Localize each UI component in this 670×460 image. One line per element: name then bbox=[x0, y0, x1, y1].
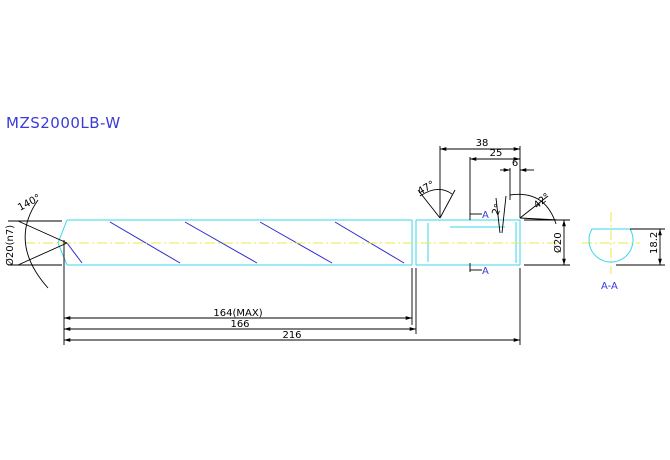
dim-6-label: 6 bbox=[512, 158, 518, 169]
angle-47-label: 47° bbox=[416, 179, 437, 197]
section-profile bbox=[588, 228, 634, 263]
shank-dims: 38 25 6 bbox=[439, 138, 534, 218]
section-label: A-A bbox=[601, 281, 618, 292]
overall-length-label: 216 bbox=[282, 330, 301, 341]
angle-42-leader bbox=[519, 195, 549, 219]
helix-line bbox=[184, 221, 258, 264]
drill-outline bbox=[57, 219, 521, 266]
helix-line bbox=[109, 221, 181, 264]
angle-2-label: 2° bbox=[490, 203, 504, 217]
section-view: 18.2 A-A bbox=[582, 212, 665, 292]
dim-25-label: 25 bbox=[490, 148, 503, 159]
angle-47-leader bbox=[439, 189, 456, 219]
shank-angles: 47° 2° 42° bbox=[416, 179, 559, 234]
shank-diameter-label: Ø20 bbox=[552, 232, 564, 253]
point-angle-dim: 140° Ø20(n7) bbox=[4, 193, 68, 289]
dim-38-label: 38 bbox=[476, 138, 489, 149]
point-angle-label: 140° bbox=[16, 193, 42, 214]
angle-42-arc bbox=[509, 193, 557, 225]
helix-line bbox=[66, 242, 83, 264]
flute-length-label: 166 bbox=[230, 319, 249, 330]
section-marks: A A bbox=[469, 200, 489, 277]
angle-arc bbox=[24, 199, 49, 289]
length-max-label: 164(MAX) bbox=[213, 308, 262, 319]
section-mark-bottom: A bbox=[482, 266, 489, 277]
shank-diameter-dim: Ø20 bbox=[524, 219, 570, 266]
angle-47-arc bbox=[419, 189, 453, 197]
section-mark-top: A bbox=[482, 210, 489, 221]
length-dims: 164(MAX) 166 216 bbox=[63, 240, 521, 345]
flat-height-label: 18.2 bbox=[649, 232, 660, 254]
angle-2-leader bbox=[495, 197, 501, 234]
drawing-title: MZS2000LB-W bbox=[6, 114, 121, 132]
angle-42-label: 42° bbox=[532, 191, 553, 211]
angle-leader bbox=[17, 242, 68, 266]
angle-2-leader bbox=[501, 195, 507, 234]
shank-diameter-tol-label: Ø20(n7) bbox=[4, 225, 16, 266]
